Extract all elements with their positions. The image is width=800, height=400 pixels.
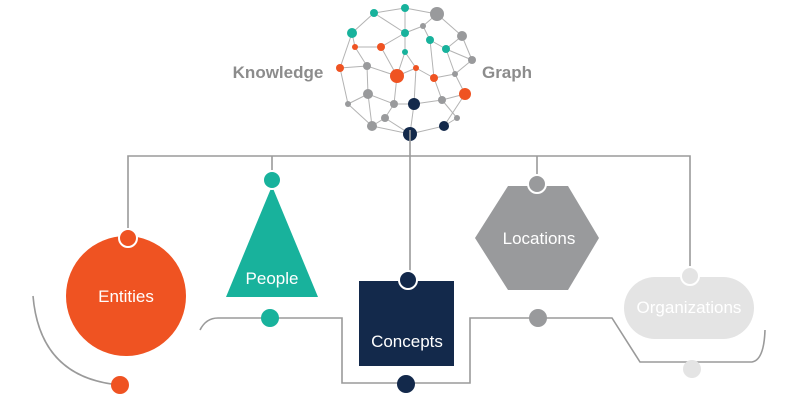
network-node [363, 62, 371, 70]
network-edge [404, 51, 417, 69]
locations-label: Locations [503, 229, 576, 248]
network-node [452, 71, 458, 77]
network-node [468, 56, 476, 64]
network-node [377, 43, 385, 51]
organizations-rounded-rect [624, 277, 754, 339]
network-sphere-icon [336, 4, 476, 141]
network-node [352, 44, 358, 50]
network-node [367, 121, 377, 131]
network-node [413, 65, 419, 71]
network-node [390, 69, 404, 83]
network-node [408, 98, 420, 110]
organizations-label: Organizations [637, 298, 742, 317]
entities-bottom-port [111, 376, 129, 394]
title-left-label: Knowledge [233, 63, 324, 82]
connector-lines [32, 130, 766, 386]
network-node [336, 64, 344, 72]
network-node [363, 89, 373, 99]
network-edge [339, 32, 353, 69]
entities-circle [66, 236, 186, 356]
network-edge [347, 103, 373, 127]
concepts-square [359, 281, 454, 366]
people-triangle [226, 186, 318, 297]
network-edge [429, 39, 435, 79]
network-node [426, 36, 434, 44]
network-edge [339, 65, 368, 69]
network-node [345, 101, 351, 107]
top-bus-line [127, 155, 691, 276]
people-top-port [262, 170, 282, 190]
organizations-node: Organizations [624, 266, 754, 378]
network-node [430, 7, 444, 21]
network-node [370, 9, 378, 17]
network-edge [445, 48, 456, 75]
locations-top-port [527, 174, 547, 194]
people-label: People [246, 269, 299, 288]
network-edge [373, 12, 406, 34]
entities-arc-line [32, 295, 121, 386]
network-node [401, 4, 409, 12]
network-node [438, 96, 446, 104]
concepts-top-port [398, 270, 418, 290]
locations-hexagon [475, 186, 599, 290]
concepts-node: Concepts [359, 270, 454, 393]
network-edges [339, 7, 473, 135]
network-edge [367, 93, 373, 127]
network-node [457, 31, 467, 41]
network-node [347, 28, 357, 38]
network-edge [413, 67, 417, 105]
organizations-top-port [680, 266, 700, 286]
organizations-bottom-port [683, 360, 701, 378]
people-node: People [226, 170, 318, 327]
network-node [442, 45, 450, 53]
network-node [401, 29, 409, 37]
concepts-label: Concepts [371, 332, 443, 351]
network-node [420, 23, 426, 29]
network-node [390, 100, 398, 108]
network-edge [443, 93, 466, 127]
network-nodes [336, 4, 476, 141]
people-bottom-port [261, 309, 279, 327]
bottom-bus-line [199, 317, 766, 384]
locations-bottom-port [529, 309, 547, 327]
network-node [381, 114, 389, 122]
entities-top-port [118, 228, 138, 248]
network-edge [445, 48, 473, 61]
network-node [439, 121, 449, 131]
network-edge [380, 32, 406, 48]
locations-node: Locations [475, 174, 599, 327]
network-node [454, 115, 460, 121]
network-edge [373, 7, 406, 14]
concepts-bottom-port [397, 375, 415, 393]
network-node [459, 88, 471, 100]
network-node [402, 49, 408, 55]
network-node [430, 74, 438, 82]
entities-label: Entities [98, 287, 154, 306]
title-right-label: Graph [482, 63, 532, 82]
network-edge [339, 67, 349, 105]
entities-node: Entities [66, 228, 186, 394]
